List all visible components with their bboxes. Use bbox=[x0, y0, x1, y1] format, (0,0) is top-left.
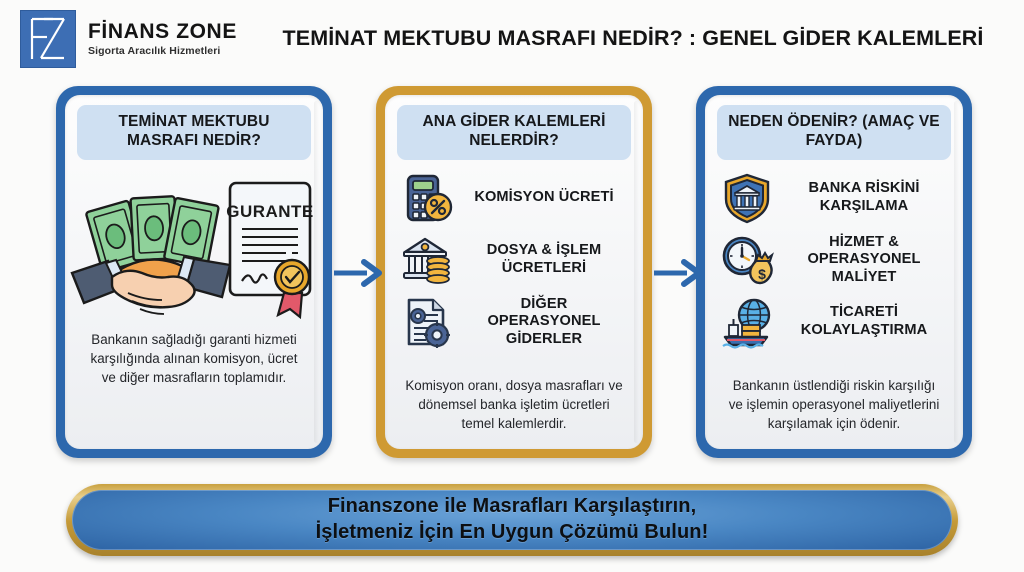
card-expense-items-inner: ANA GİDER KALEMLERİ NELERDİR? bbox=[385, 95, 643, 449]
card-definition: TEMİNAT MEKTUBU MASRAFI NEDİR? bbox=[56, 86, 332, 458]
list-item: $ HİZMET & OPERASYONEL MALİYET bbox=[717, 232, 951, 288]
cta-banner[interactable]: Finanszone ile Masrafları Karşılaştırın,… bbox=[66, 484, 958, 556]
shield-bank-icon bbox=[719, 170, 775, 226]
brand-tagline: Sigorta Aracılık Hizmetleri bbox=[88, 45, 221, 58]
list-item: DOSYA & İŞLEM ÜCRETLERİ bbox=[397, 232, 631, 288]
card-purpose-benefit-body: BANKA RİSKİNİ KARŞILAMA bbox=[717, 160, 951, 437]
list-item: BANKA RİSKİNİ KARŞILAMA bbox=[717, 170, 951, 226]
cta-line-2: İşletmeniz İçin En Uygun Çözümü Bulun! bbox=[315, 521, 709, 543]
card-expense-items: ANA GİDER KALEMLERİ NELERDİR? bbox=[376, 86, 652, 458]
benefit-items-list: BANKA RİSKİNİ KARŞILAMA bbox=[717, 170, 951, 374]
card-purpose-benefit-inner: NEDEN ÖDENİR? (AMAÇ VE FAYDA) bbox=[705, 95, 963, 449]
list-item-label: BANKA RİSKİNİ KARŞILAMA bbox=[808, 180, 920, 214]
arrow-card2-to-card3 bbox=[654, 258, 702, 288]
fz-logo-icon bbox=[20, 10, 76, 68]
brand-text: FİNANS ZONE Sigorta Aracılık Hizmetleri bbox=[88, 19, 237, 58]
document-gears-icon bbox=[399, 294, 455, 350]
list-item-label: DOSYA & İŞLEM ÜCRETLERİ bbox=[486, 242, 602, 276]
brand-name: FİNANS ZONE bbox=[88, 19, 237, 43]
bank-coins-icon bbox=[399, 232, 455, 288]
card-purpose-benefit-title: NEDEN ÖDENİR? (AMAÇ VE FAYDA) bbox=[717, 105, 951, 160]
header: FİNANS ZONE Sigorta Aracılık Hizmetleri … bbox=[0, 0, 1024, 82]
card-definition-title: TEMİNAT MEKTUBU MASRAFI NEDİR? bbox=[77, 105, 311, 160]
handshake-money-guarantee-certificate-icon: GURANTE bbox=[69, 166, 319, 326]
card-expense-items-body: KOMİSYON ÜCRETİ bbox=[397, 160, 631, 437]
list-item: TİCARETİ KOLAYLAŞTIRMA bbox=[717, 294, 951, 350]
cta-banner-text: Finanszone ile Masrafları Karşılaştırın,… bbox=[316, 494, 709, 545]
calculator-percent-icon bbox=[399, 170, 455, 226]
list-item: KOMİSYON ÜCRETİ bbox=[397, 170, 631, 226]
cta-line-1: Finanszone ile Masrafları Karşılaştırın, bbox=[327, 495, 697, 518]
svg-text:$: $ bbox=[758, 266, 766, 282]
brand-logo: FİNANS ZONE Sigorta Aracılık Hizmetleri bbox=[20, 10, 237, 68]
list-item-label: DİĞER OPERASYONEL GİDERLER bbox=[487, 295, 601, 347]
card-purpose-benefit-note: Bankanın üstlendiği riskin karşılığı ve … bbox=[728, 377, 940, 431]
card-purpose-benefit: NEDEN ÖDENİR? (AMAÇ VE FAYDA) bbox=[696, 86, 972, 458]
list-item-label: HİZMET & OPERASYONEL MALİYET bbox=[807, 233, 921, 285]
card-definition-inner: TEMİNAT MEKTUBU MASRAFI NEDİR? bbox=[65, 95, 323, 449]
card-definition-note: Bankanın sağladığı garanti hizmeti karşı… bbox=[90, 331, 298, 385]
card-expense-items-note: Komisyon oranı, dosya masrafları ve döne… bbox=[405, 377, 623, 431]
expense-items-list: KOMİSYON ÜCRETİ bbox=[397, 170, 631, 374]
list-item-label: KOMİSYON ÜCRETİ bbox=[474, 189, 614, 206]
list-item: DİĞER OPERASYONEL GİDERLER bbox=[397, 294, 631, 350]
page-title: TEMİNAT MEKTUBU MASRAFI NEDİR? : GENEL G… bbox=[282, 26, 984, 50]
list-item-label: TİCARETİ KOLAYLAŞTIRMA bbox=[800, 304, 928, 338]
card-definition-body: GURANTE bbox=[70, 160, 313, 437]
cards-row: TEMİNAT MEKTUBU MASRAFI NEDİR? bbox=[0, 86, 1024, 466]
cta-banner-inner: Finanszone ile Masrafları Karşılaştırın,… bbox=[72, 490, 952, 550]
clock-moneybag-icon: $ bbox=[719, 232, 775, 288]
svg-text:GURANTE: GURANTE bbox=[226, 202, 314, 221]
globe-cargo-ship-icon bbox=[719, 294, 775, 350]
card-expense-items-title: ANA GİDER KALEMLERİ NELERDİR? bbox=[397, 105, 631, 160]
arrow-card1-to-card2 bbox=[334, 258, 382, 288]
